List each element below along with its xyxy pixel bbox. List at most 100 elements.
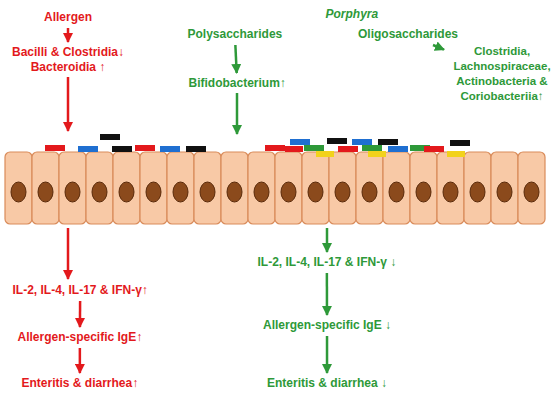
nucleus	[389, 182, 404, 202]
nucleus	[281, 182, 296, 202]
nucleus	[11, 182, 26, 202]
epithelial-cell	[5, 152, 32, 224]
bacteria-bar	[450, 140, 470, 146]
bacteria-bar	[424, 146, 444, 152]
text-node: IL-2, IL-4, IL-17 & IFN-γ↑	[13, 283, 148, 298]
bacteria-bar	[368, 151, 386, 157]
epithelial-cell	[167, 152, 194, 224]
epithelial-cell	[113, 152, 140, 224]
bacteria-bar	[285, 146, 303, 152]
node-text: Allergen-specific IgE↑	[18, 330, 143, 345]
nucleus	[200, 182, 215, 202]
epithelial-cell	[356, 152, 383, 224]
nucleus	[227, 182, 242, 202]
bacteria-bar	[135, 145, 155, 151]
bacteria-bar	[78, 146, 98, 152]
epithelial-cell	[248, 152, 275, 224]
text-node: Oligosaccharides	[358, 27, 458, 42]
bacteria-bar	[186, 146, 206, 152]
bacteria-bar	[304, 145, 324, 151]
node-text: Allergen-specific IgE ↓	[263, 318, 391, 333]
text-node: IL-2, IL-4, IL-17 & IFN-γ ↓	[258, 255, 397, 270]
flow-arrow	[326, 336, 329, 373]
flow-arrow	[67, 28, 70, 42]
node-text: Bacilli & Clostridia↓ Bacteroidia ↑	[0, 45, 143, 75]
nucleus	[38, 182, 53, 202]
bacteria-bar	[362, 145, 382, 151]
text-node: Enteritis & diarrhea↑	[22, 376, 139, 391]
nucleus	[443, 182, 458, 202]
nucleus	[65, 182, 80, 202]
node-text: Clostridia, Lachnospiraceae, Actinobacte…	[447, 44, 554, 104]
leader-arrows	[68, 77, 327, 279]
nucleus	[119, 182, 134, 202]
nucleus	[470, 182, 485, 202]
effect-arrow	[67, 77, 70, 131]
bacteria-bar	[265, 145, 285, 151]
text-node: Bacilli & Clostridia↓ Bacteroidia ↑	[0, 45, 143, 75]
flow-arrow	[433, 45, 444, 50]
epithelial-cell	[491, 152, 518, 224]
epithelium-cells	[5, 152, 545, 224]
bacteria-bar	[45, 145, 65, 151]
bacteria-bar	[100, 134, 120, 140]
nucleus	[335, 182, 350, 202]
effect-arrow	[326, 228, 329, 252]
flow-arrow	[235, 45, 236, 73]
nucleus	[92, 182, 107, 202]
epithelial-cell	[329, 152, 356, 224]
flow-arrow	[79, 301, 82, 327]
bacteria-bar	[352, 139, 372, 145]
epithelial-cell	[410, 152, 437, 224]
nucleus	[173, 182, 188, 202]
node-text: Polysaccharides	[188, 27, 283, 42]
bacteria-bar	[316, 151, 334, 157]
epithelial-cell	[221, 152, 248, 224]
epithelial-cell	[86, 152, 113, 224]
flow-arrow	[326, 273, 329, 315]
bacteria-bar	[112, 146, 132, 152]
epithelial-cell	[437, 152, 464, 224]
nucleus	[362, 182, 377, 202]
node-text: Bifidobacterium↑	[189, 76, 286, 91]
text-node: Allergen-specific IgE ↓	[263, 318, 391, 333]
bacteria-bar	[378, 139, 398, 145]
bacteria-bar	[338, 146, 358, 152]
nucleus	[416, 182, 431, 202]
text-node: Allergen	[44, 10, 92, 25]
epithelial-cell	[275, 152, 302, 224]
nucleus	[524, 182, 539, 202]
epithelial-cell	[464, 152, 491, 224]
node-text: IL-2, IL-4, IL-17 & IFN-γ ↓	[258, 255, 397, 270]
flow-arrow	[79, 348, 82, 373]
nucleus	[308, 182, 323, 202]
node-text: Enteritis & diarrhea ↓	[267, 376, 387, 391]
effect-arrow	[236, 93, 239, 134]
epithelial-cell	[302, 152, 329, 224]
text-node: Allergen-specific IgE↑	[18, 330, 143, 345]
bacteria-bar	[388, 146, 408, 152]
bacteria-bar	[290, 139, 310, 145]
text-node: Bifidobacterium↑	[189, 76, 286, 91]
node-text: IL-2, IL-4, IL-17 & IFN-γ↑	[13, 283, 148, 298]
cell-nuclei	[11, 182, 539, 202]
nucleus	[254, 182, 269, 202]
node-text: Allergen	[44, 10, 92, 25]
effect-arrow	[67, 228, 70, 279]
epithelial-cell	[140, 152, 167, 224]
text-node: Clostridia, Lachnospiraceae, Actinobacte…	[447, 44, 554, 104]
text-node: Polysaccharides	[188, 27, 283, 42]
nucleus	[146, 182, 161, 202]
nucleus	[497, 182, 512, 202]
epithelial-cell	[32, 152, 59, 224]
node-text: Enteritis & diarrhea↑	[22, 376, 139, 391]
bacteria-bar	[327, 138, 347, 144]
epithelial-cell	[194, 152, 221, 224]
epithelial-cell	[383, 152, 410, 224]
bacteria-bars	[45, 134, 470, 157]
plant-name: Porphyra	[326, 7, 379, 22]
bacteria-bar	[447, 151, 465, 157]
text-node: Enteritis & diarrhea ↓	[267, 376, 387, 391]
epithelial-cell	[59, 152, 86, 224]
